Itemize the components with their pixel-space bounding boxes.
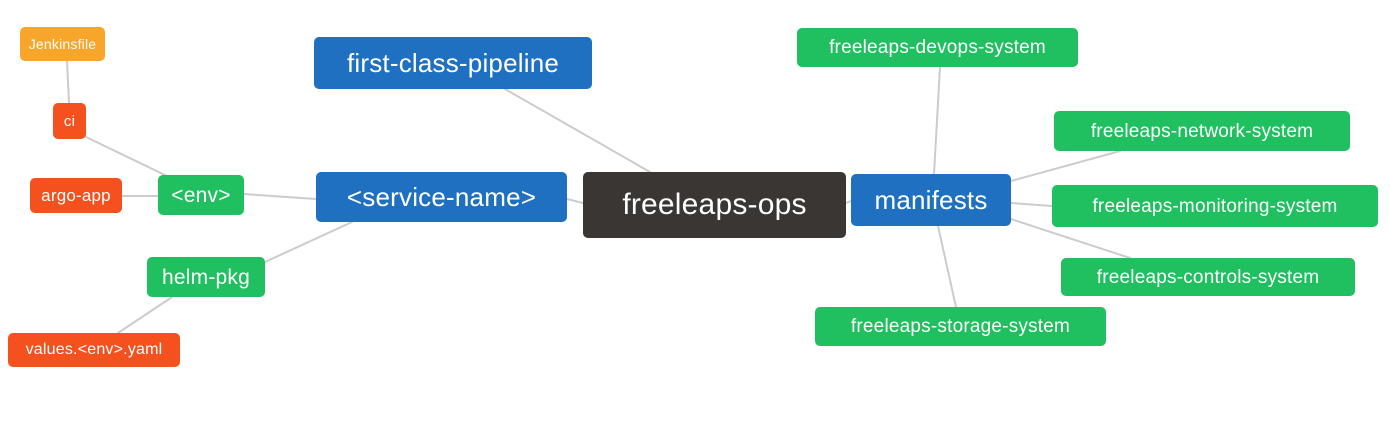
node-freeleaps-monitoring-system[interactable]: freeleaps-monitoring-system	[1052, 185, 1378, 227]
node-freeleaps-devops-system[interactable]: freeleaps-devops-system	[797, 28, 1078, 67]
node-service-name[interactable]: <service-name>	[316, 172, 567, 222]
node-argo-app[interactable]: argo-app	[30, 178, 122, 213]
edge-manifests-devops	[933, 66, 941, 175]
edge-helm-pkg-values	[117, 296, 173, 334]
edge-ops-manifests	[845, 200, 852, 204]
node-first-class-pipeline[interactable]: first-class-pipeline	[314, 37, 592, 89]
edge-helm-pkg-service-name	[264, 221, 353, 263]
edge-ci-env	[83, 135, 168, 177]
node-jenkinsfile[interactable]: Jenkinsfile	[20, 27, 105, 61]
edge-manifests-storage	[937, 225, 957, 308]
node-freeleaps-network-system[interactable]: freeleaps-network-system	[1054, 111, 1350, 151]
edge-service-name-ops	[566, 198, 584, 204]
node-env[interactable]: <env>	[158, 175, 244, 215]
node-freeleaps-ops[interactable]: freeleaps-ops	[583, 172, 846, 238]
edge-manifests-monitoring	[1010, 202, 1053, 207]
node-freeleaps-storage-system[interactable]: freeleaps-storage-system	[815, 307, 1106, 346]
edge-manifests-network	[1010, 150, 1121, 182]
node-ci[interactable]: ci	[53, 103, 86, 139]
edge-manifests-controls	[1010, 218, 1131, 259]
edge-jenkinsfile-ci	[66, 60, 70, 104]
edge-env-service-name	[243, 193, 317, 200]
edge-first-class-pipeline-ops	[504, 88, 651, 173]
node-helm-pkg[interactable]: helm-pkg	[147, 257, 265, 297]
node-freeleaps-controls-system[interactable]: freeleaps-controls-system	[1061, 258, 1355, 296]
node-manifests[interactable]: manifests	[851, 174, 1011, 226]
node-values-env-yaml[interactable]: values.<env>.yaml	[8, 333, 180, 367]
